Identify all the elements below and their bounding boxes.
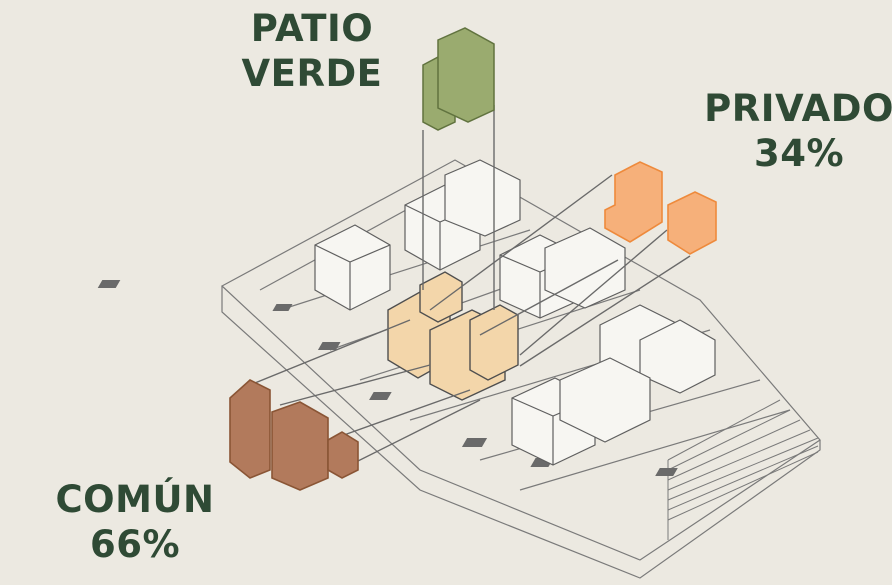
central-block	[387, 271, 519, 401]
label-comun-percent: 66%	[89, 523, 181, 567]
stairs-right	[667, 399, 819, 540]
label-privado: PRIVADO 34%	[704, 86, 892, 176]
white-houses	[314, 159, 716, 466]
label-patio-verde: PATIO VERDE	[232, 6, 392, 96]
patio-verde-block	[422, 27, 495, 131]
label-comun: COMÚN 66%	[40, 477, 230, 567]
privado-connectors	[429, 174, 691, 367]
label-comun-name: COMÚN	[55, 478, 215, 521]
privado-blocks	[604, 161, 717, 255]
label-privado-name: PRIVADO	[704, 87, 892, 130]
comun-blocks	[229, 379, 359, 491]
label-patio-line1: PATIO	[250, 7, 374, 50]
comun-connectors	[249, 319, 481, 466]
site-terrain	[220, 159, 821, 579]
patio-verde-connectors	[422, 105, 495, 310]
label-privado-percent: 34%	[753, 132, 845, 176]
label-patio-line2: VERDE	[241, 52, 383, 96]
